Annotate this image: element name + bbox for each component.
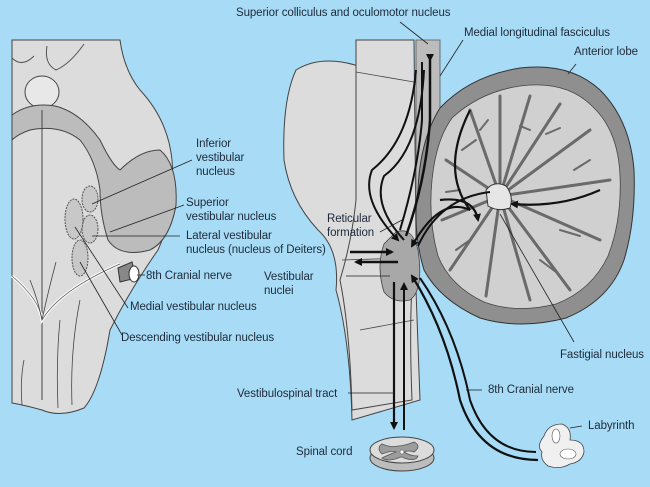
- cerebellar-efferent-arrow: [411, 109, 471, 248]
- brainstem-dorsal-view: [11, 39, 193, 414]
- label-8th-cranial-nerve-left: 8th Cranial nerve: [146, 270, 232, 282]
- medulla-fiber-lines: [20, 261, 81, 409]
- gray-matter-butterfly: [378, 441, 419, 461]
- nerve-fascicles-icon: [128, 265, 140, 283]
- label-8th-cranial-nerve-right: 8th Cranial nerve: [488, 384, 574, 396]
- descending-vestibular-nucleus-oval: [71, 239, 89, 277]
- spinal-cord: [369, 436, 435, 472]
- label-vestibulospinal-tract: Vestibulospinal tract: [237, 388, 338, 400]
- sagittal-view: [283, 21, 635, 472]
- descending-tract: [368, 69, 417, 242]
- label-reticular-formation: Reticular formation: [327, 213, 375, 239]
- medial-vestibular-nucleus-oval: [64, 198, 84, 240]
- lateral-vestibular-nucleus-oval: [81, 214, 99, 244]
- labyrinth-shape: [539, 423, 585, 468]
- eighth-nerve-arrow: [410, 274, 539, 462]
- superior-colliculus-bulb: [24, 75, 60, 109]
- label-medial-longitudinal-fasciculus: Medial longitudinal fasciculus: [464, 27, 610, 39]
- label-medial-vestibular-nucleus: Medial vestibular nucleus: [130, 301, 257, 313]
- cerebellar-folia: [430, 84, 621, 309]
- inferior-vestibular-nucleus-oval: [81, 185, 99, 213]
- to-fastigial-arrow: [510, 188, 601, 209]
- label-anterior-lobe: Anterior lobe: [574, 46, 638, 58]
- label-superior-colliculus: Superior colliculus and oculomotor nucle…: [236, 7, 451, 19]
- folia-branches: [440, 94, 612, 302]
- fastigial-nucleus: [485, 183, 512, 211]
- fastigial-arrow: [439, 198, 481, 222]
- mlf-ascending-arrow: [404, 54, 434, 237]
- inferior-colliculi: [11, 43, 85, 71]
- label-labyrinth: Labyrinth: [588, 420, 635, 432]
- label-spinal-cord: Spinal cord: [296, 446, 353, 458]
- label-inferior-vestibular-nucleus: Inferior vestibular nucleus: [196, 138, 245, 178]
- label-superior-vestibular-nucleus: Superior vestibular nucleus: [186, 197, 277, 223]
- label-descending-vestibular-nucleus: Descending vestibular nucleus: [121, 332, 275, 344]
- right-leader-lines: [346, 21, 583, 429]
- left-leader-lines: [74, 159, 193, 336]
- neural-pathways: [350, 54, 601, 462]
- label-fastigial-nucleus: Fastigial nucleus: [560, 349, 644, 361]
- label-lateral-vestibular-nucleus: Lateral vestibular nucleus (nucleus of D…: [186, 230, 326, 256]
- label-vestibular-nuclei: Vestibular nuclei: [264, 271, 314, 297]
